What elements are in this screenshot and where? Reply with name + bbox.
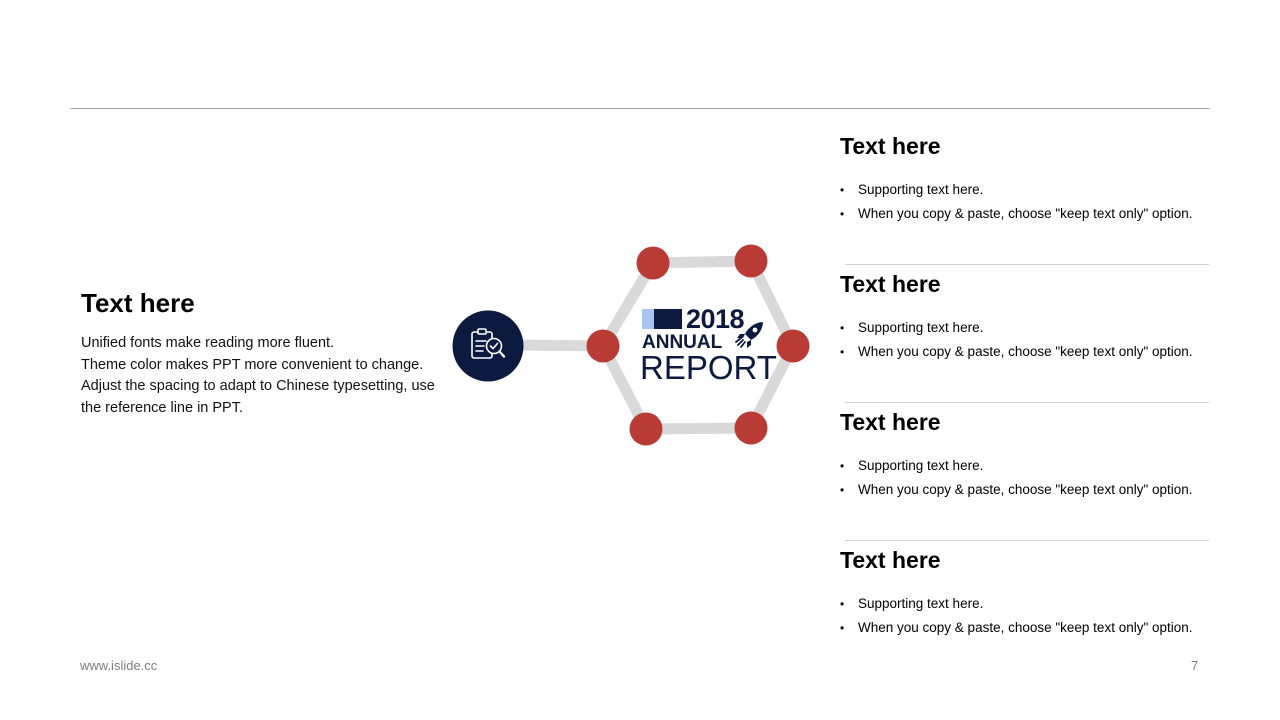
left-body-line: Adjust the spacing to adapt to Chinese t… xyxy=(81,378,435,394)
logo-accent-bar xyxy=(642,309,654,329)
text-item: Text here Supporting text here. When you… xyxy=(840,128,1220,266)
bullet-item: Supporting text here. xyxy=(840,316,1220,340)
footer-url: www.islide.cc xyxy=(80,658,158,673)
item-title: Text here xyxy=(840,133,941,159)
clipboard-search-icon xyxy=(471,328,506,359)
bullet-list: Supporting text here. When you copy & pa… xyxy=(840,454,1220,502)
item-divider xyxy=(845,540,1209,541)
hexagon-node xyxy=(586,329,620,363)
bullet-item: When you copy & paste, choose "keep text… xyxy=(840,202,1220,226)
hub-circle xyxy=(452,310,524,382)
page-number: 7 xyxy=(1191,658,1199,673)
text-item: Text here Supporting text here. When you… xyxy=(840,266,1220,404)
bullet-list: Supporting text here. When you copy & pa… xyxy=(840,592,1220,640)
left-body-line: Theme color makes PPT more convenient to… xyxy=(81,356,424,373)
logo-annual: ANNUAL xyxy=(642,332,723,353)
left-body-line: the reference line in PPT. xyxy=(81,399,244,416)
text-item: Text here Supporting text here. When you… xyxy=(840,542,1220,680)
hexagon-node xyxy=(776,329,810,363)
left-body: Unified fonts make reading more fluent. … xyxy=(81,333,441,419)
annual-report-logo: 2018 ANNUAL REPORT xyxy=(640,304,777,386)
right-column: Text here Supporting text here. When you… xyxy=(840,128,1220,680)
bullet-item: Supporting text here. xyxy=(840,178,1220,202)
item-divider xyxy=(845,264,1209,265)
bullet-item: Supporting text here. xyxy=(840,454,1220,478)
item-title: Text here xyxy=(840,547,941,573)
logo-report: REPORT xyxy=(640,349,777,386)
hexagon-node xyxy=(636,246,670,280)
top-divider xyxy=(70,108,1210,109)
rocket-icon xyxy=(735,322,763,348)
bullet-list: Supporting text here. When you copy & pa… xyxy=(840,316,1220,364)
hexagon-node xyxy=(629,412,663,446)
left-text-block: Text here Unified fonts make reading mor… xyxy=(81,287,441,419)
bullet-item: When you copy & paste, choose "keep text… xyxy=(840,616,1220,640)
left-body-line: Unified fonts make reading more fluent. xyxy=(81,335,335,351)
hexagon-node xyxy=(734,411,768,445)
bullet-item: When you copy & paste, choose "keep text… xyxy=(840,340,1220,364)
item-divider xyxy=(845,402,1209,403)
logo-dark-bar xyxy=(654,309,682,329)
bullet-item: Supporting text here. xyxy=(840,592,1220,616)
item-title: Text here xyxy=(840,409,941,435)
logo-year: 2018 xyxy=(686,304,745,334)
bullet-item: When you copy & paste, choose "keep text… xyxy=(840,478,1220,502)
text-item: Text here Supporting text here. When you… xyxy=(840,404,1220,542)
item-title: Text here xyxy=(840,271,941,297)
bullet-list: Supporting text here. When you copy & pa… xyxy=(840,178,1220,226)
hexagon-node xyxy=(734,244,768,278)
left-title: Text here xyxy=(81,288,195,318)
